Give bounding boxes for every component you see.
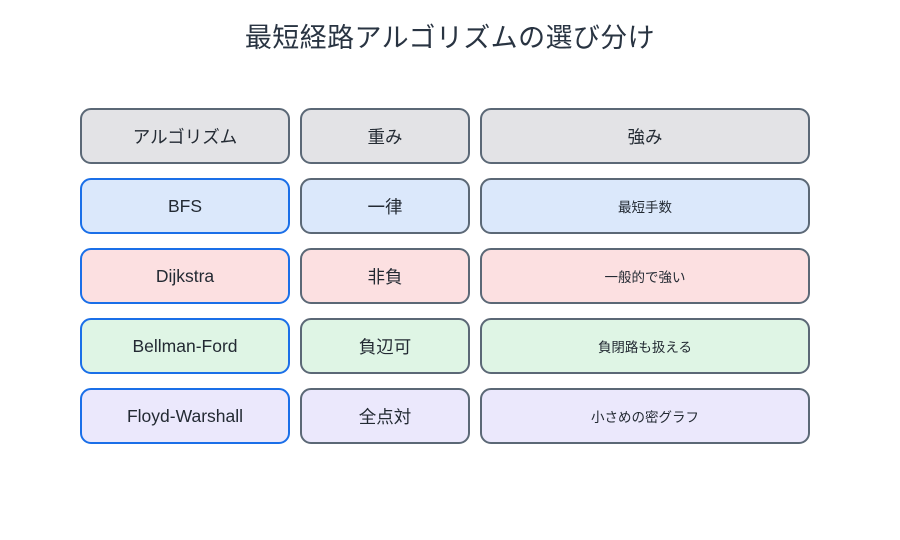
table-row: Floyd-Warshall 全点対 小さめの密グラフ [80,388,810,444]
header-cell-weight: 重み [300,108,470,164]
cell-strength: 負閉路も扱える [480,318,810,374]
header-cell-strength: 強み [480,108,810,164]
cell-strength: 一般的で強い [480,248,810,304]
cell-weight: 負辺可 [300,318,470,374]
table-row: BFS 一律 最短手数 [80,178,810,234]
cell-algorithm: Dijkstra [80,248,290,304]
cell-algorithm: Bellman-Ford [80,318,290,374]
cell-strength: 小さめの密グラフ [480,388,810,444]
header-cell-algorithm: アルゴリズム [80,108,290,164]
cell-weight: 全点対 [300,388,470,444]
cell-strength: 最短手数 [480,178,810,234]
table-header-row: アルゴリズム 重み 強み [80,108,810,164]
cell-algorithm: BFS [80,178,290,234]
page-title: 最短経路アルゴリズムの選び分け [244,23,656,53]
cell-weight: 一律 [300,178,470,234]
algorithm-comparison-table: アルゴリズム 重み 強み BFS 一律 最短手数 Dijkstra 非負 一般的… [80,108,810,444]
table-row: Bellman-Ford 負辺可 負閉路も扱える [80,318,810,374]
table-row: Dijkstra 非負 一般的で強い [80,248,810,304]
cell-weight: 非負 [300,248,470,304]
cell-algorithm: Floyd-Warshall [80,388,290,444]
